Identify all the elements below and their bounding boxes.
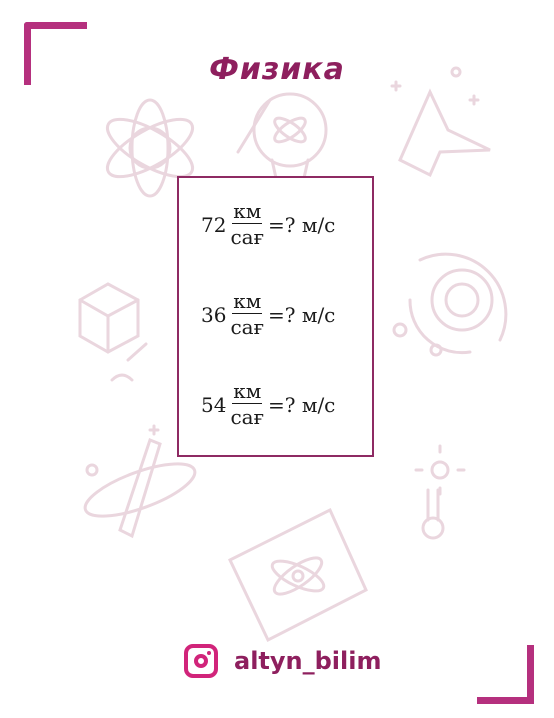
fraction-denominator: сағ bbox=[230, 225, 265, 249]
equation-value: 36 bbox=[201, 302, 227, 327]
fraction-numerator: км bbox=[232, 199, 263, 224]
cube-icon bbox=[78, 282, 148, 382]
equation-question: =? м/с bbox=[268, 212, 336, 237]
corner-frame-top-left bbox=[24, 22, 87, 85]
equation-row: 72 км сағ =? м/с bbox=[201, 200, 335, 249]
instagram-handle: altyn_bilim bbox=[234, 647, 382, 675]
equation-value: 54 bbox=[201, 392, 227, 417]
unit-fraction: км сағ bbox=[230, 380, 264, 429]
footer-social: altyn_bilim bbox=[184, 644, 382, 678]
unit-fraction: км сағ bbox=[230, 290, 264, 339]
fraction-numerator: км bbox=[232, 379, 263, 404]
thermometer-icon bbox=[414, 444, 466, 540]
equation-question: =? м/с bbox=[268, 392, 336, 417]
unit-fraction: км сағ bbox=[230, 200, 264, 249]
lightbulb-atom-icon bbox=[236, 92, 328, 180]
tablet-atom-icon bbox=[228, 507, 368, 643]
page-title: Физика bbox=[209, 52, 345, 87]
star-rocket-icon bbox=[390, 66, 491, 178]
planet-telescope-icon bbox=[83, 424, 197, 539]
fraction-denominator: сағ bbox=[230, 405, 265, 429]
atom-icon bbox=[105, 98, 195, 198]
equation-value: 72 bbox=[201, 212, 227, 237]
equation-row: 36 км сағ =? м/с bbox=[201, 290, 335, 339]
exercise-card: 72 км сағ =? м/с 36 км сағ =? м/с 54 км … bbox=[177, 176, 374, 457]
equation-question: =? м/с bbox=[268, 302, 336, 327]
corner-frame-bottom-right bbox=[477, 645, 534, 704]
fraction-denominator: сағ bbox=[230, 315, 265, 339]
equation-row: 54 км сағ =? м/с bbox=[201, 380, 335, 429]
gear-orbit-icon bbox=[392, 252, 508, 357]
fraction-numerator: км bbox=[232, 289, 263, 314]
instagram-icon bbox=[184, 644, 218, 678]
